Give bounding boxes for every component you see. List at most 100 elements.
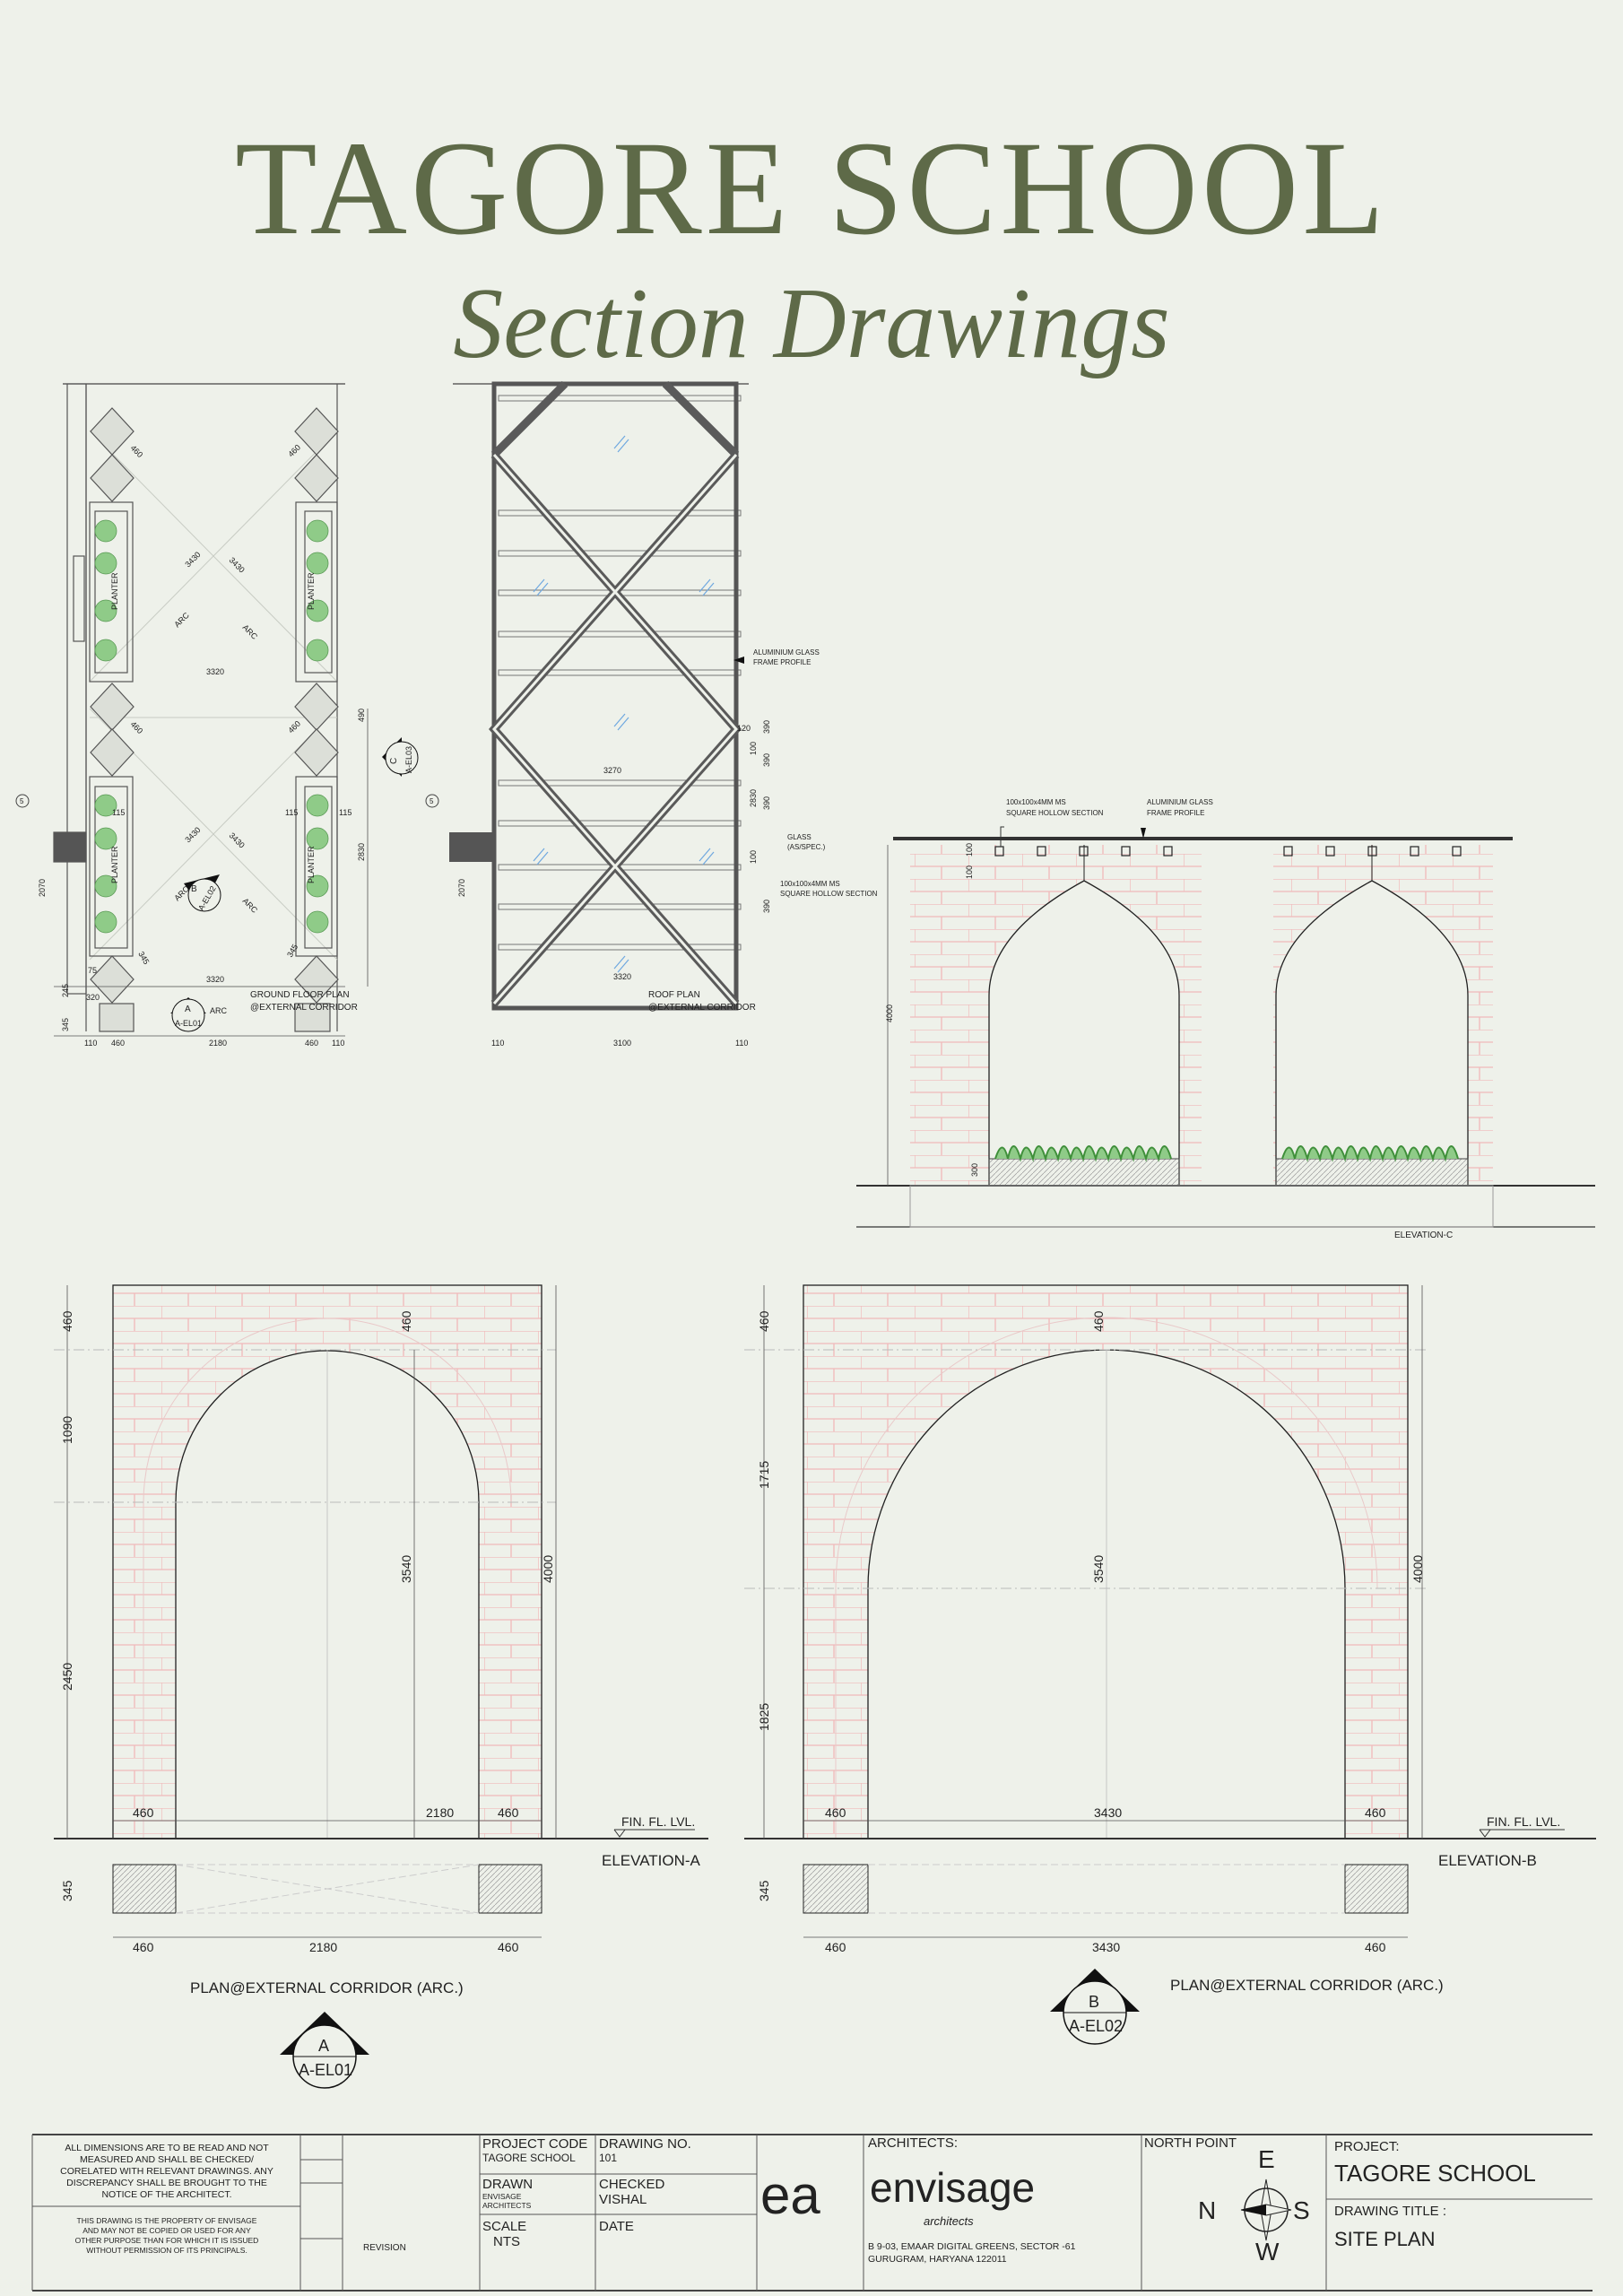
section-marker-a-large[interactable]: A A-EL01 — [280, 2012, 369, 2089]
checked-value: VISHAL — [599, 2192, 647, 2207]
dim-label: 460 — [129, 443, 145, 459]
drawn-label: DRAWN — [482, 2177, 533, 2192]
dim-label: 3320 — [206, 667, 224, 676]
marker-ref: A-EL01 — [175, 1019, 202, 1028]
planter-label: PLANTER — [110, 846, 119, 883]
marker-letter: C — [389, 758, 399, 764]
dim-label: 460 — [498, 1805, 519, 1820]
dim-label: 460 — [399, 1310, 413, 1332]
dim-label: 4000 — [541, 1555, 555, 1583]
architects-label: ARCHITECTS: — [868, 2135, 958, 2151]
dim-label: 75 — [88, 966, 97, 975]
dim-label: 1825 — [757, 1703, 771, 1731]
dim-label: 100 — [749, 850, 758, 864]
section-marker-c[interactable]: C A-EL03 — [382, 737, 419, 777]
marker-ref: A-EL03 — [404, 746, 413, 773]
planter-label: PLANTER — [110, 572, 119, 610]
copyright-line: THIS DRAWING IS THE PROPERTY OF ENVISAGE — [77, 2216, 257, 2225]
disclaimer-line: CORELATED WITH RELEVANT DRAWINGS. ANY — [60, 2166, 273, 2177]
elevation-title: ELEVATION-B — [1438, 1852, 1537, 1869]
disclaimer-line: NOTICE OF THE ARCHITECT. — [101, 2189, 231, 2200]
checked-label: CHECKED — [599, 2177, 665, 2192]
section-marker-a[interactable]: A A-EL01 — [170, 997, 206, 1032]
note-shs: 100x100x4MM MS — [780, 880, 840, 888]
revision-label: REVISION — [363, 2243, 406, 2253]
fin-floor-level: FIN. FL. LVL. — [621, 1814, 695, 1829]
dim-label: 460 — [305, 1039, 318, 1048]
elevation-title: ELEVATION-A — [602, 1852, 701, 1869]
dim-label: 390 — [762, 900, 771, 913]
marker-ref: A-EL02 — [1069, 2017, 1123, 2035]
dim-label: 345 — [61, 1018, 70, 1031]
dim-label: 3430 — [1092, 1940, 1120, 1954]
dim-label: 2180 — [309, 1940, 337, 1954]
compass-n: N — [1198, 2196, 1216, 2224]
dim-label: 2070 — [457, 879, 466, 897]
note-frame: FRAME PROFILE — [1147, 809, 1204, 817]
drawing-no-label: DRAWING NO. — [599, 2136, 691, 2152]
dim-label: 1715 — [757, 1461, 771, 1489]
dim-label: 460 — [825, 1940, 846, 1954]
drawn-value: ENVISAGE — [482, 2192, 522, 2201]
dim-label: 115 — [339, 808, 352, 817]
section-marker-b[interactable]: B A-EL02 — [184, 874, 221, 912]
dim-label: 460 — [286, 443, 302, 459]
planter-label: PLANTER — [307, 846, 316, 883]
hollow-sections — [994, 846, 1462, 857]
north-point-label: NORTH POINT — [1144, 2135, 1237, 2151]
arc-label: ARC — [241, 896, 260, 915]
dim-label: 100 — [965, 843, 974, 857]
dim-label: 110 — [332, 1039, 344, 1048]
dim-label: 460 — [825, 1805, 846, 1820]
dim-label: 2070 — [38, 879, 47, 897]
drawn-value: ARCHITECTS — [482, 2201, 532, 2210]
plan-title: ROOF PLAN — [648, 990, 700, 1000]
section-marker-b-large[interactable]: B A-EL02 — [1050, 1969, 1140, 2045]
roof-plan: 5 3270 3320 3100 110 110 120 2070 390 39… — [425, 380, 878, 1048]
dim-label: 460 — [133, 1805, 154, 1820]
dim-label: 100 — [965, 865, 974, 879]
dim-label: 345 — [60, 1880, 74, 1901]
column-diamonds — [90, 407, 339, 1004]
dim-label: 110 — [84, 1039, 97, 1048]
scale-value: NTS — [493, 2234, 520, 2249]
dim-label: 390 — [762, 796, 771, 810]
dim-label: 460 — [60, 1310, 74, 1332]
dim-label: 460 — [1365, 1805, 1386, 1820]
sheet-title: TAGORE SCHOOL — [235, 114, 1388, 263]
plan-title: PLAN@EXTERNAL CORRIDOR (ARC.) — [190, 1979, 464, 1996]
arc-label: ARC — [172, 611, 191, 630]
copyright-line: OTHER PURPOSE THAN FOR WHICH IT IS ISSUE… — [75, 2236, 259, 2245]
dim-label: 2830 — [749, 789, 758, 807]
logo-mark: ea — [760, 2165, 820, 2225]
address-line: GURUGRAM, HARYANA 122011 — [868, 2254, 1007, 2265]
grid-bubble: 5 — [20, 797, 24, 805]
dim-label: 115 — [112, 808, 125, 817]
dim-label: 4000 — [885, 1004, 894, 1022]
dim-label: 100 — [749, 742, 758, 755]
plan-title: PLAN@EXTERNAL CORRIDOR (ARC.) — [1170, 1977, 1444, 1994]
dim-label: 3430 — [183, 825, 202, 844]
note-shs: 100x100x4MM MS — [1006, 798, 1066, 806]
note-shs: SQUARE HOLLOW SECTION — [780, 890, 878, 898]
dim-label: 3430 — [228, 555, 247, 574]
glass-hatch — [533, 435, 715, 973]
address-line: B 9-03, EMAAR DIGITAL GREENS, SECTOR -61 — [868, 2241, 1076, 2252]
planter-label: PLANTER — [307, 572, 316, 610]
plan-subtitle: @EXTERNAL CORRIDOR — [648, 1003, 756, 1013]
plan-subtitle: @EXTERNAL CORRIDOR — [250, 1003, 358, 1013]
dim-label: 460 — [498, 1940, 519, 1954]
dim-label: 320 — [86, 993, 100, 1002]
dim-label: 115 — [285, 808, 298, 817]
ground-plan-annotations: PLANTER PLANTER PLANTER PLANTER 3430 343… — [15, 443, 419, 1048]
grid-bubble: 5 — [430, 797, 434, 805]
dim-label: 300 — [970, 1163, 979, 1177]
dim-label: 3100 — [613, 1039, 631, 1048]
dim-label: 4000 — [1410, 1555, 1425, 1583]
dim-label: 3540 — [399, 1555, 413, 1583]
compass-icon: E N S W — [1198, 2145, 1310, 2266]
marker-letter: A — [318, 2037, 329, 2055]
dim-label: 1090 — [60, 1416, 74, 1444]
logo-name: envisage — [870, 2164, 1035, 2211]
